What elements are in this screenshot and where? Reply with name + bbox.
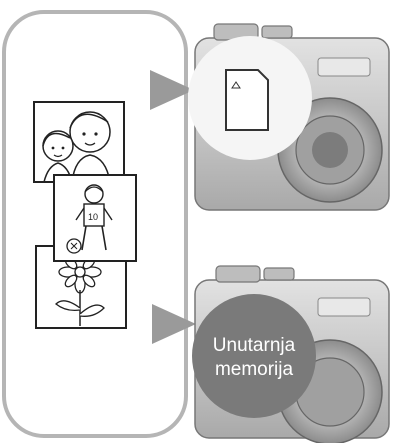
internal-memory-highlight — [192, 294, 316, 418]
arrow-to-memory-card — [150, 70, 194, 110]
photo-soccer-player: 10 — [53, 174, 137, 262]
photo-children — [33, 101, 125, 183]
internal-memory-label-line2: memorija — [215, 359, 294, 380]
memory-card-icon — [225, 69, 269, 131]
camera-top — [188, 23, 390, 211]
camera-bottom: Unutarnja memorija — [192, 265, 390, 443]
internal-memory-label-line1: Unutarnja — [213, 335, 296, 356]
svg-text:10: 10 — [88, 212, 98, 222]
arrow-to-internal-memory — [152, 304, 196, 344]
